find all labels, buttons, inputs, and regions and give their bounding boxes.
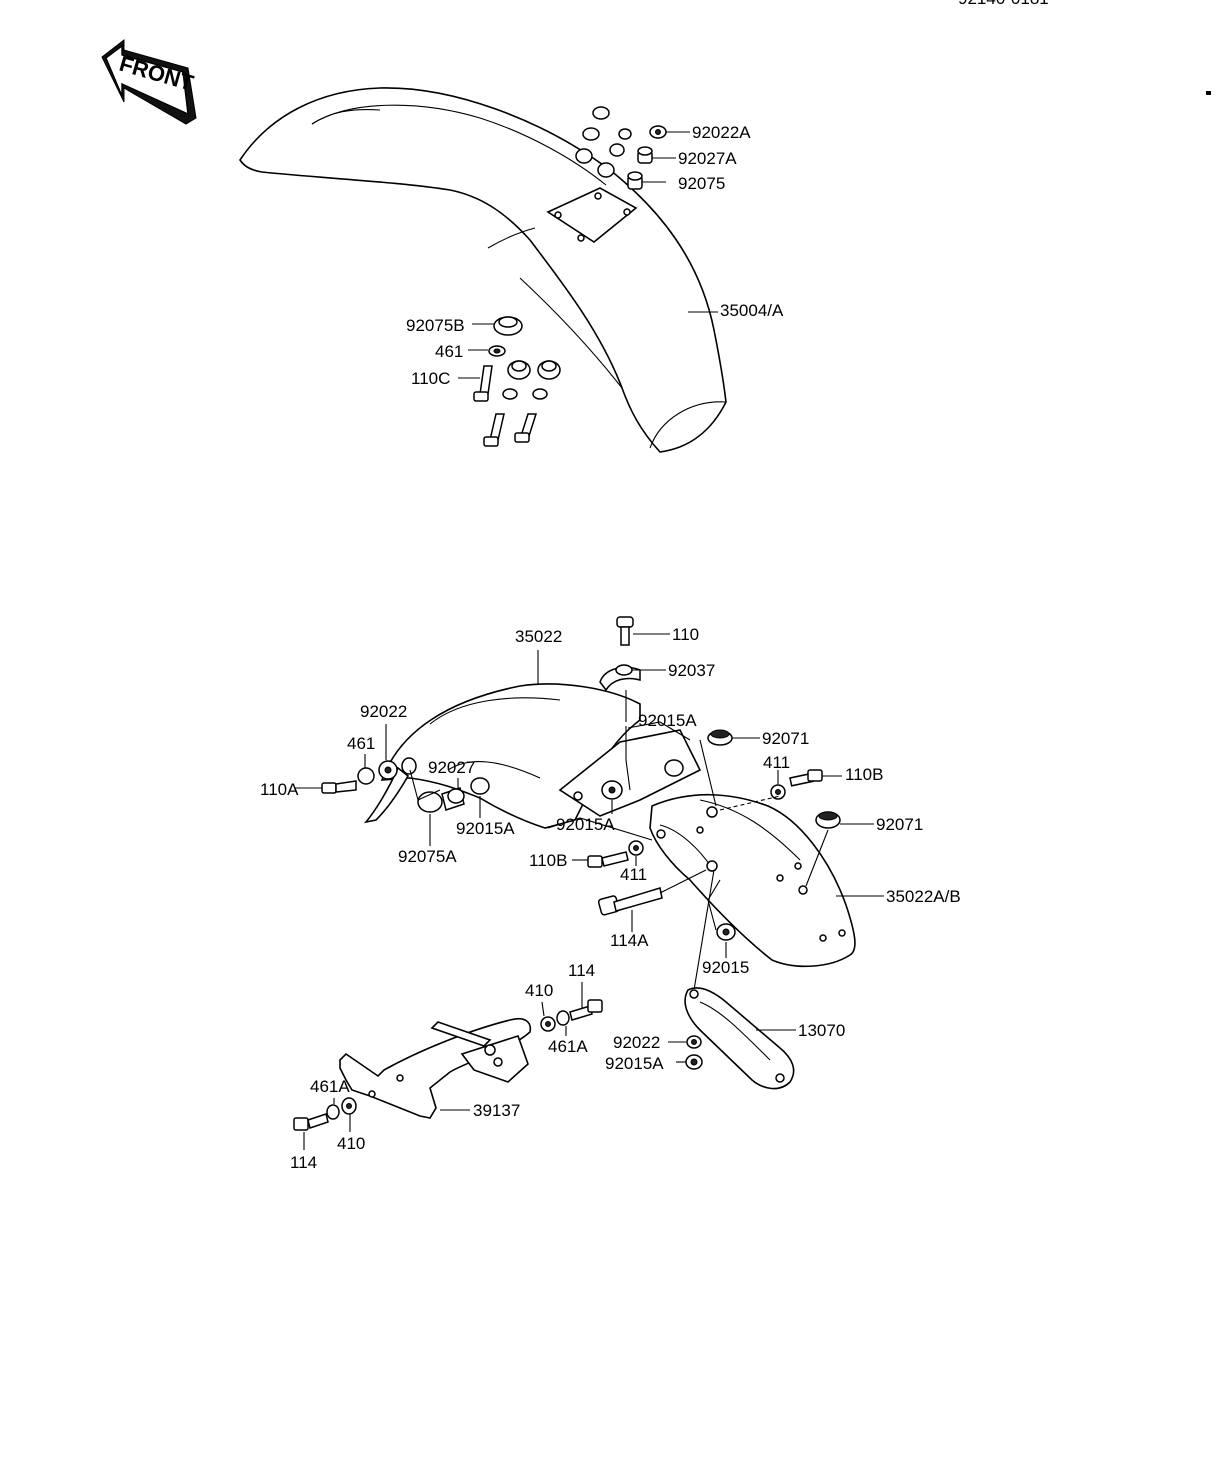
callout-92022-rear: 92022 bbox=[360, 702, 407, 721]
callout-92022-lower: 92022 bbox=[613, 1033, 660, 1052]
callout-92015A-upper: 92015A bbox=[638, 711, 697, 730]
grab-bar-39137 bbox=[339, 1017, 532, 1119]
rear-fender-lower bbox=[649, 793, 856, 968]
callout-92027-rear: 92027 bbox=[428, 758, 475, 777]
grommet-92071-lower bbox=[815, 811, 841, 829]
callout-110B-right: 110B bbox=[845, 765, 883, 784]
callout-461A-lower: 461A bbox=[310, 1077, 350, 1096]
rear-left-hardware bbox=[321, 757, 490, 813]
front-arrow-icon: FRONT bbox=[101, 38, 197, 125]
callout-114-lower: 114 bbox=[290, 1153, 317, 1172]
front-fender-grommets bbox=[575, 106, 667, 190]
callout-110B-left: 110B bbox=[529, 851, 567, 870]
callout-92022A-top: 92022A bbox=[692, 123, 751, 142]
callout-461-top: 461 bbox=[435, 342, 463, 361]
callout-92075-top: 92075 bbox=[678, 174, 725, 193]
callout-35022AB: 35022A/B bbox=[886, 887, 961, 906]
callout-461-rear: 461 bbox=[347, 734, 375, 753]
callout-411-right: 411 bbox=[763, 753, 790, 772]
callout-92075B: 92075B bbox=[406, 316, 465, 335]
rear-fender-upper bbox=[363, 683, 702, 829]
callout-92015: 92015 bbox=[702, 958, 749, 977]
front-fender-bolts bbox=[473, 316, 561, 447]
callout-92075A: 92075A bbox=[398, 847, 457, 866]
callout-39137: 39137 bbox=[473, 1101, 520, 1120]
callout-461A-upper: 461A bbox=[548, 1037, 588, 1056]
callout-92015A-mid: 92015A bbox=[556, 815, 615, 834]
callout-92037: 92037 bbox=[668, 661, 715, 680]
front-fender bbox=[239, 87, 727, 453]
grommet-92071-upper bbox=[707, 729, 733, 746]
callout-35004A: 35004/A bbox=[720, 301, 784, 320]
callout-411-left: 411 bbox=[620, 865, 647, 884]
callout-92071-upper: 92071 bbox=[762, 729, 809, 748]
callout-110C: 110C bbox=[411, 369, 450, 388]
callout-110: 110 bbox=[672, 625, 699, 644]
corner-code: 92140-0181 bbox=[958, 0, 1049, 8]
bolt-110 bbox=[616, 616, 634, 646]
callout-92071-lower: 92071 bbox=[876, 815, 923, 834]
corner-mark bbox=[1206, 91, 1211, 95]
callout-35022: 35022 bbox=[515, 627, 562, 646]
callout-92015A-lower: 92015A bbox=[605, 1054, 664, 1073]
callout-410-lower: 410 bbox=[337, 1134, 365, 1153]
bracket-13070 bbox=[684, 987, 795, 1090]
callout-410-upper: 410 bbox=[525, 981, 553, 1000]
callout-110A: 110A bbox=[260, 780, 299, 799]
bolt-114A bbox=[597, 887, 663, 916]
callout-13070: 13070 bbox=[798, 1021, 845, 1040]
callout-92027A-top: 92027A bbox=[678, 149, 737, 168]
callout-114A: 114A bbox=[610, 931, 649, 950]
callout-92015A-left: 92015A bbox=[456, 819, 515, 838]
callout-114-upper: 114 bbox=[568, 961, 595, 980]
